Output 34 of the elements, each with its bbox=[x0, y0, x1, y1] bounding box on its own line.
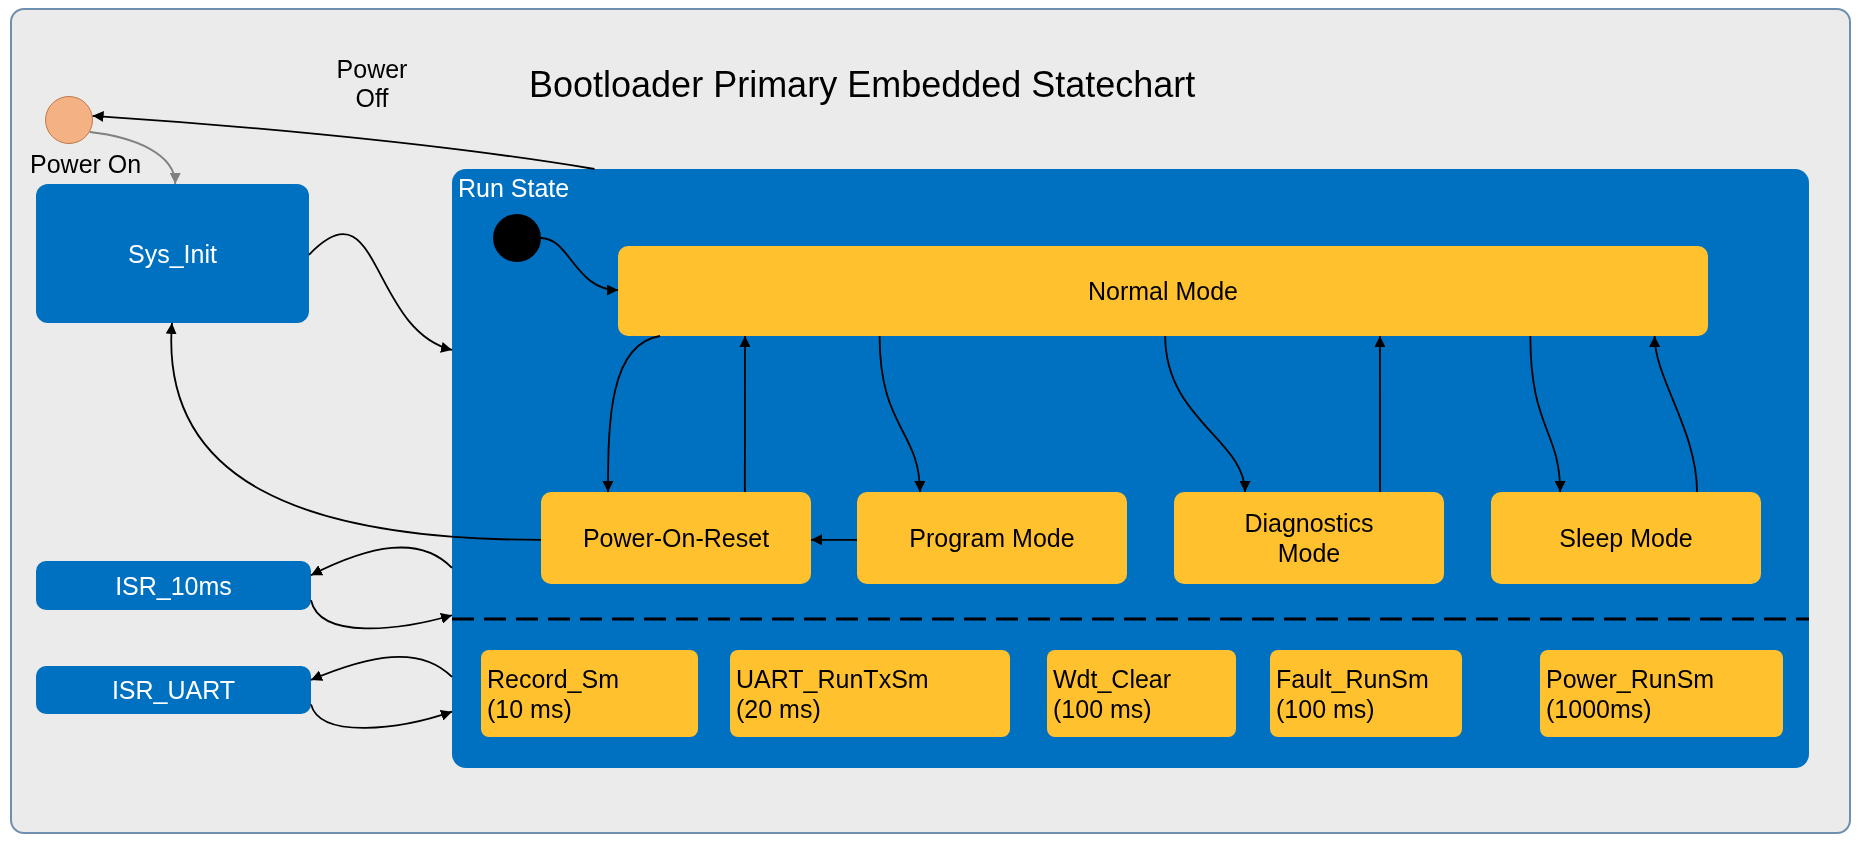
state-box: Diagnostics Mode bbox=[1174, 492, 1444, 584]
diagram-title: Bootloader Primary Embedded Statechart bbox=[529, 64, 1196, 106]
task-box: Fault_RunSm (100 ms) bbox=[1270, 650, 1462, 737]
task-box: Record_Sm (10 ms) bbox=[481, 650, 698, 737]
arrow bbox=[310, 546, 453, 577]
state-box: Sys_Init bbox=[36, 184, 309, 323]
arrow bbox=[810, 534, 858, 546]
state-box: Normal Mode bbox=[618, 246, 1708, 336]
task-box: UART_RunTxSm (20 ms) bbox=[730, 650, 1010, 737]
arrow bbox=[540, 237, 619, 295]
arrow bbox=[310, 655, 453, 681]
arrow bbox=[602, 335, 661, 493]
arrow bbox=[1649, 335, 1698, 493]
arrow bbox=[88, 131, 180, 185]
initial-state-dot bbox=[493, 214, 541, 262]
state-box: Sleep Mode bbox=[1491, 492, 1761, 584]
arrow bbox=[1374, 335, 1386, 493]
arrow bbox=[1529, 335, 1566, 493]
state-box: Program Mode bbox=[857, 492, 1127, 584]
arrow bbox=[310, 703, 453, 729]
task-box: Power_RunSm (1000ms) bbox=[1540, 650, 1783, 737]
arrow bbox=[739, 335, 751, 493]
state-box: Power-On-Reset bbox=[541, 492, 811, 584]
arrow bbox=[166, 322, 542, 541]
state-title: Run State bbox=[458, 173, 570, 203]
interrupt-box: ISR_UART bbox=[36, 666, 311, 714]
arrow bbox=[310, 599, 453, 630]
composite-state bbox=[452, 169, 1809, 768]
task-box: Wdt_Clear (100 ms) bbox=[1047, 650, 1236, 737]
arrow bbox=[878, 335, 925, 493]
arrow bbox=[91, 111, 596, 170]
arrow bbox=[1164, 335, 1250, 493]
interrupt-box: ISR_10ms bbox=[36, 561, 311, 610]
arrow bbox=[308, 233, 453, 351]
